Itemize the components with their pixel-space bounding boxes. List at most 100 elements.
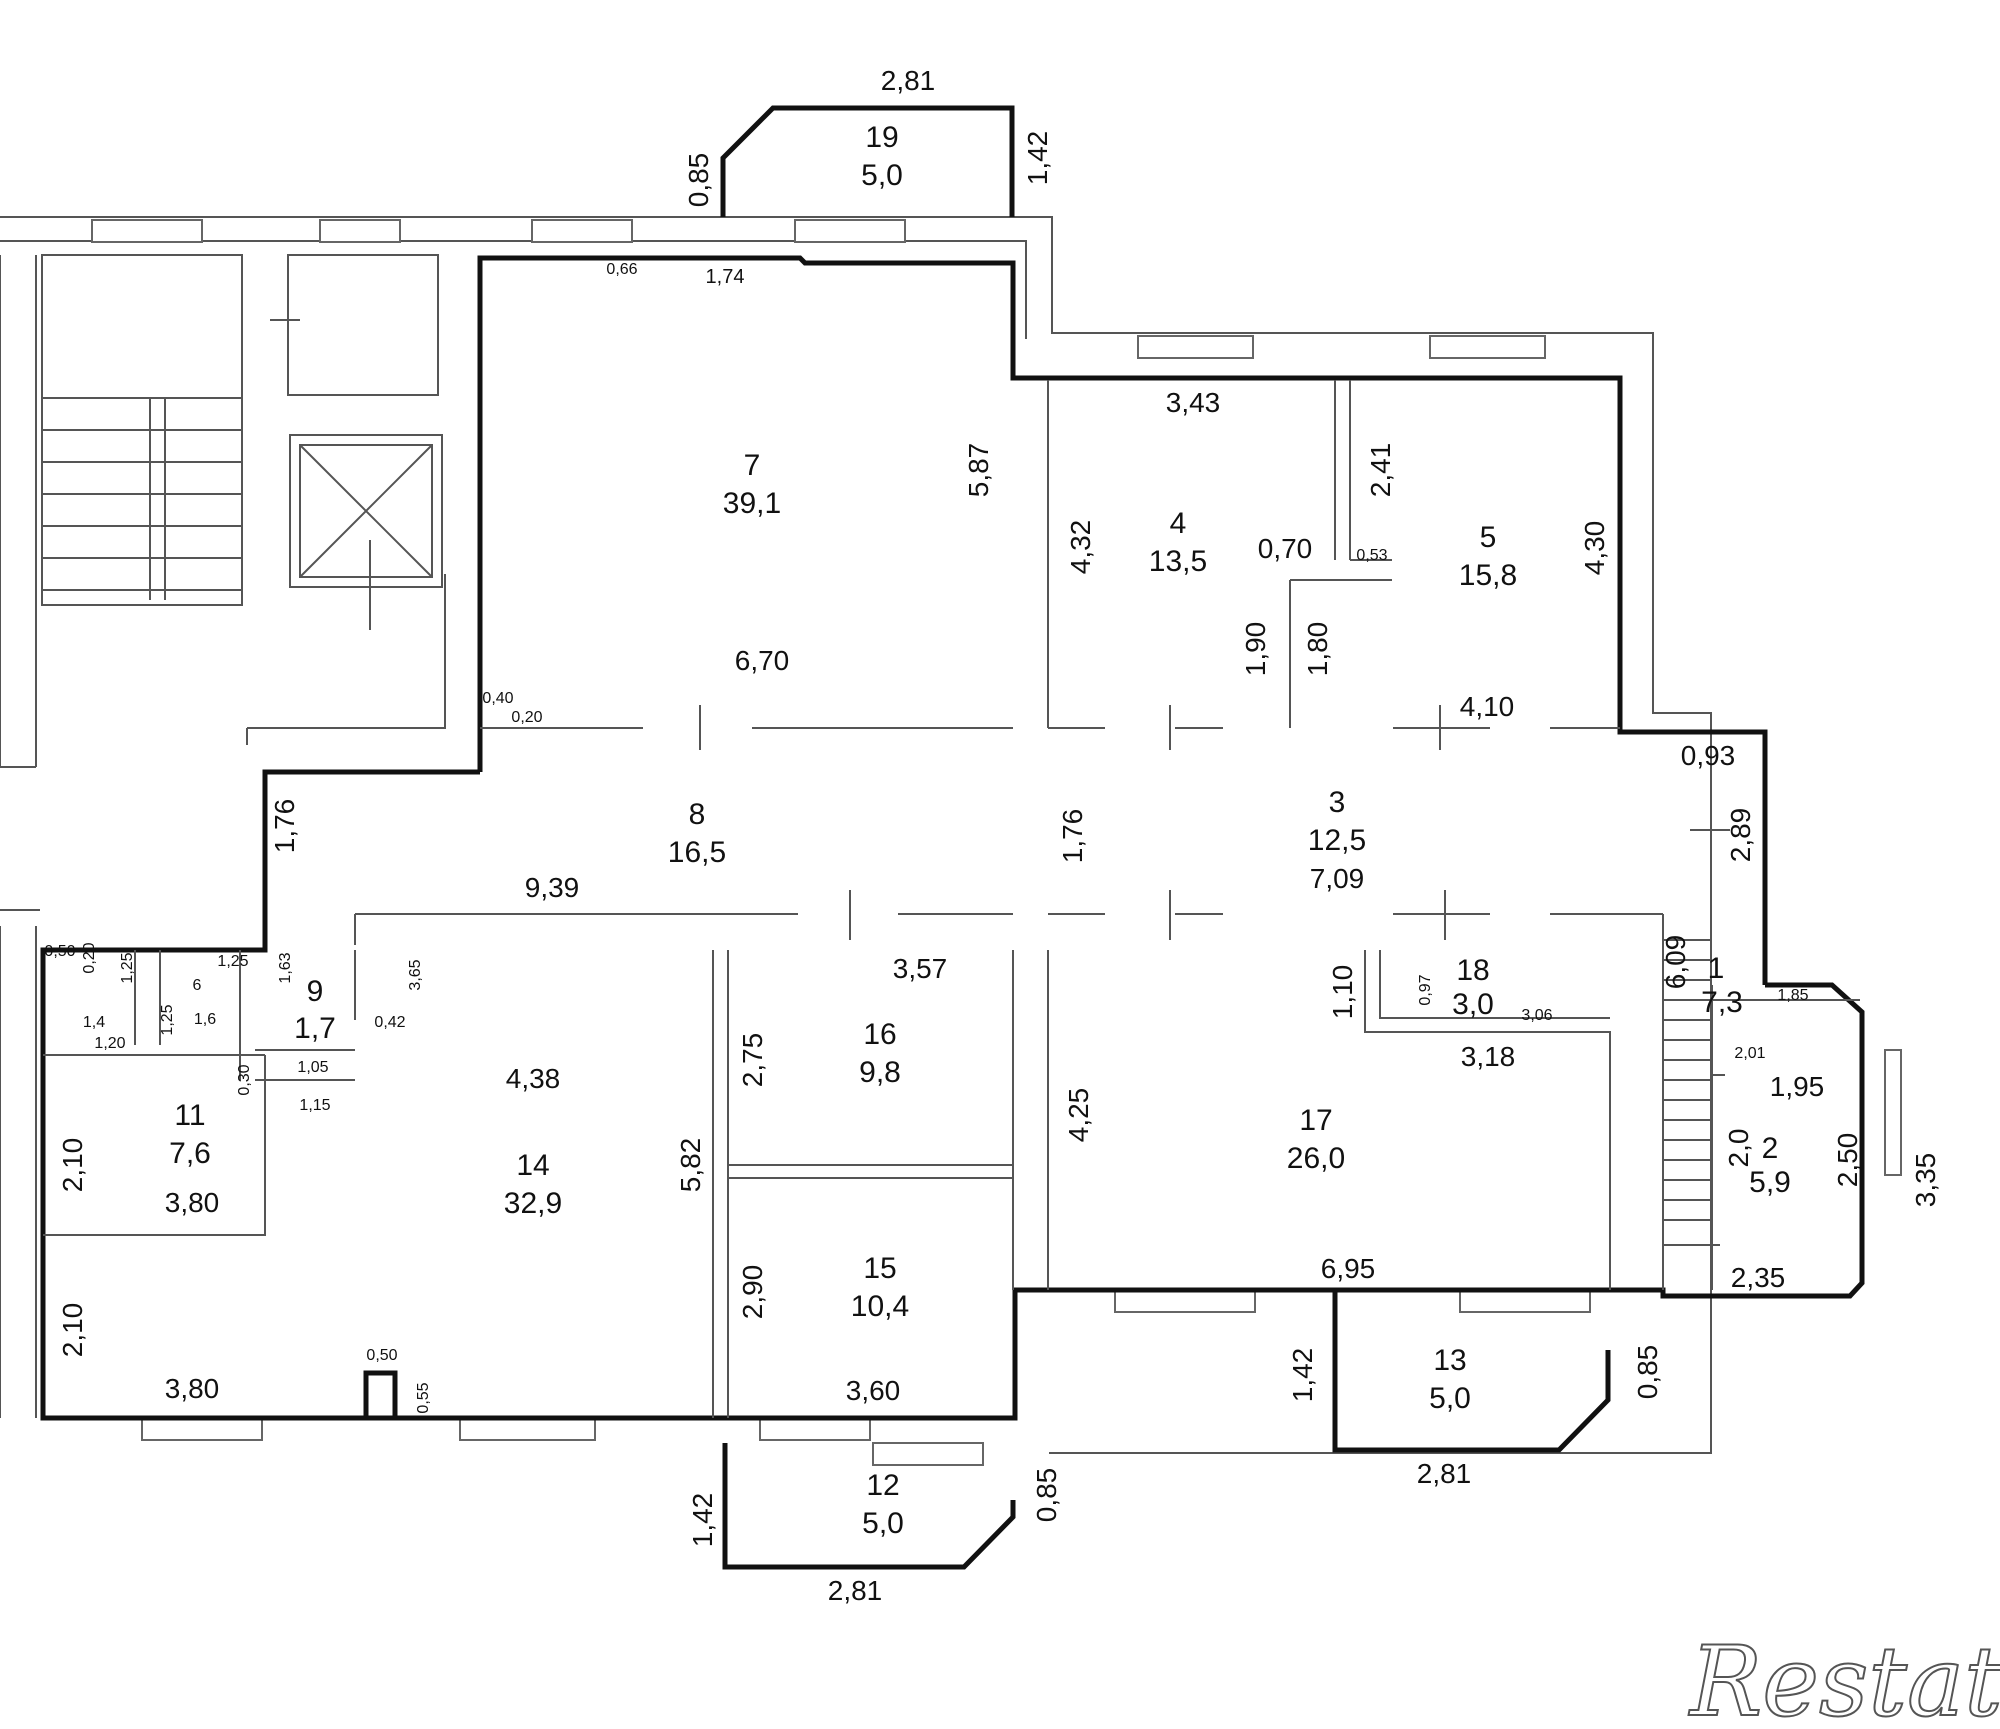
room-12-label: 12 5,0 [862, 1469, 904, 1540]
svg-text:32,9: 32,9 [504, 1187, 562, 1220]
svg-text:2,81: 2,81 [828, 1575, 883, 1606]
svg-text:10,4: 10,4 [851, 1290, 909, 1323]
svg-text:3,65: 3,65 [407, 959, 424, 990]
svg-text:1,95: 1,95 [1770, 1071, 1825, 1102]
svg-text:1,10: 1,10 [1327, 965, 1358, 1020]
svg-text:3,43: 3,43 [1166, 387, 1221, 418]
svg-text:1,20: 1,20 [94, 1035, 125, 1052]
svg-text:4,32: 4,32 [1065, 520, 1096, 575]
svg-text:12,5: 12,5 [1308, 824, 1366, 857]
elevator-shaft [289, 434, 443, 588]
svg-text:26,0: 26,0 [1287, 1142, 1345, 1175]
svg-text:6,09: 6,09 [1660, 935, 1691, 990]
svg-text:6,95: 6,95 [1321, 1253, 1376, 1284]
svg-text:9,39: 9,39 [525, 872, 580, 903]
svg-text:11: 11 [174, 1099, 205, 1132]
svg-text:2,10: 2,10 [57, 1138, 88, 1193]
svg-text:18: 18 [1456, 954, 1489, 987]
svg-text:4,10: 4,10 [1460, 691, 1515, 722]
svg-text:0,85: 0,85 [1632, 1345, 1663, 1400]
svg-text:5: 5 [1480, 521, 1497, 554]
svg-text:15,8: 15,8 [1459, 559, 1517, 592]
svg-text:3,0: 3,0 [1452, 988, 1494, 1021]
svg-text:0,70: 0,70 [1258, 533, 1313, 564]
room-5-label: 5 15,8 [1459, 521, 1517, 592]
balcony-13 [1332, 1290, 1611, 1453]
svg-text:7,6: 7,6 [169, 1137, 211, 1170]
room-6-label: 6 1,6 [193, 977, 217, 1028]
svg-text:3: 3 [1329, 786, 1346, 819]
svg-text:3,80: 3,80 [165, 1373, 220, 1404]
svg-text:5,0: 5,0 [862, 1507, 904, 1540]
svg-text:1,76: 1,76 [269, 799, 300, 854]
svg-text:9: 9 [307, 975, 324, 1008]
svg-text:39,1: 39,1 [723, 487, 781, 520]
svg-text:0,85: 0,85 [683, 153, 714, 208]
room-3-label: 3 12,5 [1308, 786, 1366, 857]
svg-text:1,85: 1,85 [1777, 987, 1808, 1004]
svg-text:2,10: 2,10 [57, 1303, 88, 1358]
svg-text:3,80: 3,80 [165, 1187, 220, 1218]
svg-text:1,25: 1,25 [119, 952, 136, 983]
room-labels: 19 5,0 7 39,1 4 13,5 5 15,8 8 16,5 3 12,… [169, 121, 1791, 1540]
room-16-label: 16 9,8 [859, 1018, 901, 1089]
room-19-label: 19 5,0 [861, 121, 903, 192]
svg-text:1,63: 1,63 [277, 952, 294, 983]
svg-text:0,50: 0,50 [44, 943, 75, 960]
svg-text:5,0: 5,0 [1429, 1382, 1471, 1415]
room-17-label: 17 26,0 [1287, 1104, 1345, 1175]
room-14-label: 14 32,9 [504, 1149, 562, 1220]
room-18-label: 18 3,0 [1452, 954, 1494, 1021]
svg-text:2,81: 2,81 [1417, 1458, 1472, 1489]
svg-text:0,93: 0,93 [1681, 740, 1736, 771]
svg-text:16: 16 [863, 1018, 896, 1051]
svg-text:0,97: 0,97 [1417, 974, 1434, 1005]
room-8-label: 8 16,5 [668, 798, 726, 869]
svg-text:5,0: 5,0 [861, 159, 903, 192]
svg-text:3,57: 3,57 [893, 953, 948, 984]
svg-text:13: 13 [1433, 1344, 1466, 1377]
svg-text:1,25: 1,25 [159, 1004, 176, 1035]
svg-text:4: 4 [1170, 507, 1187, 540]
svg-text:7,09: 7,09 [1310, 863, 1365, 894]
svg-text:2: 2 [1762, 1132, 1779, 1165]
svg-text:0,42: 0,42 [374, 1014, 405, 1031]
svg-text:7: 7 [744, 449, 761, 482]
svg-text:1,6: 1,6 [194, 1011, 216, 1028]
svg-text:1,7: 1,7 [294, 1012, 336, 1045]
svg-text:2,50: 2,50 [1832, 1133, 1863, 1188]
svg-text:1,05: 1,05 [297, 1059, 328, 1076]
svg-text:4,38: 4,38 [506, 1063, 561, 1094]
svg-text:2,01: 2,01 [1734, 1045, 1765, 1062]
svg-text:1,80: 1,80 [1302, 622, 1333, 677]
svg-text:1,74: 1,74 [706, 266, 745, 288]
restate-logo: Restate [1688, 1626, 2000, 1729]
svg-text:14: 14 [516, 1149, 549, 1182]
svg-text:7,3: 7,3 [1701, 986, 1743, 1019]
interior-walls [43, 380, 1860, 1418]
room-13-label: 13 5,0 [1429, 1344, 1471, 1415]
svg-text:1: 1 [1708, 952, 1725, 985]
svg-text:2,0: 2,0 [1723, 1129, 1754, 1168]
svg-text:1,90: 1,90 [1240, 622, 1271, 677]
svg-text:2,81: 2,81 [881, 65, 936, 96]
svg-text:13,5: 13,5 [1149, 545, 1207, 578]
svg-text:3,06: 3,06 [1521, 1007, 1552, 1024]
svg-text:8: 8 [689, 798, 706, 831]
svg-text:16,5: 16,5 [668, 836, 726, 869]
svg-text:5,82: 5,82 [675, 1138, 706, 1193]
svg-text:19: 19 [865, 121, 898, 154]
svg-text:0,30: 0,30 [236, 1064, 253, 1095]
svg-text:9,8: 9,8 [859, 1056, 901, 1089]
svg-text:1,42: 1,42 [1287, 1348, 1318, 1403]
svg-text:3,60: 3,60 [846, 1375, 901, 1406]
svg-text:1,25: 1,25 [217, 953, 248, 970]
svg-text:5,9: 5,9 [1749, 1166, 1791, 1199]
svg-text:17: 17 [1299, 1104, 1332, 1137]
room-1-label: 1 7,3 [1701, 952, 1743, 1019]
svg-text:2,90: 2,90 [737, 1265, 768, 1320]
svg-text:1,4: 1,4 [83, 1014, 105, 1031]
svg-text:3,18: 3,18 [1461, 1041, 1516, 1072]
building-outline [0, 216, 1720, 1454]
svg-text:0,20: 0,20 [81, 942, 98, 973]
